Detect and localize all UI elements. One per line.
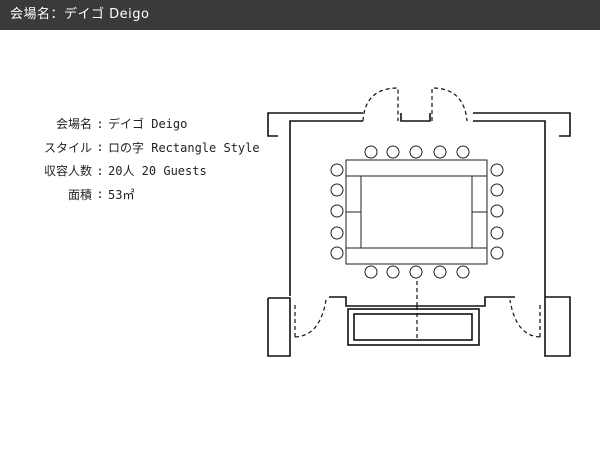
venue-title: 会場名：デイゴ Deigo [10,7,150,22]
door-swings [294,87,541,340]
info-label: 面積 [67,187,92,202]
room-walls [267,112,571,357]
info-label: 会場名 [55,117,92,132]
info-value: 53㎡ [108,187,135,202]
info-row-area: 面積 : 53㎡ [30,183,260,207]
info-value: 20人 20 Guests [108,164,207,179]
chairs-top [364,145,470,159]
rectangle-tables [345,159,488,265]
header-bar: 会場名：デイゴ Deigo [0,0,600,30]
info-row-capacity: 収容人数 : 20人 20 Guests [30,159,260,183]
info-separator: : [96,116,104,131]
info-value: デイゴ Deigo [108,117,188,132]
chairs-left [330,163,344,260]
info-row-style: スタイル : ロの字 Rectangle Style [30,136,260,160]
info-label: スタイル [43,140,92,155]
info-separator: : [96,187,104,202]
info-value: ロの字 Rectangle Style [108,140,260,155]
chairs-bottom [364,265,470,279]
info-row-venue: 会場名 : デイゴ Deigo [30,112,260,136]
info-label: 収容人数 [43,164,92,179]
venue-info: 会場名 : デイゴ Deigo スタイル : ロの字 Rectangle Sty… [30,112,260,206]
info-separator: : [96,140,104,155]
info-separator: : [96,163,104,178]
chairs-right [490,163,504,260]
